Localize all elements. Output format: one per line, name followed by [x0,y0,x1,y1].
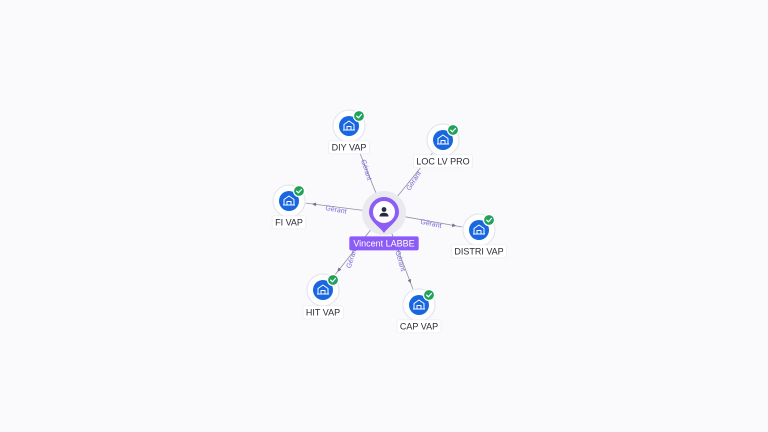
check-icon [446,123,460,137]
company-node-label: LOC LV PRO [416,156,469,166]
edge-label-cap: Gérant [393,250,406,273]
company-node-distri[interactable]: DISTRI VAP [451,213,507,259]
company-node-label-bg [302,305,344,320]
company-node-loc[interactable]: LOC LV PRO [413,123,473,169]
person-node[interactable]: Vincent LABBE [349,191,419,251]
company-node-label: DIY VAP [332,142,367,152]
person-icon [379,207,389,217]
building-icon [413,299,425,310]
edge-arrow-distri [451,223,457,227]
company-node-label-bg [271,215,307,230]
company-node-label-bg [451,244,507,259]
company-node-cap[interactable]: CAP VAP [396,288,442,334]
company-node-label-bg [328,140,370,155]
edge-label-fi: Gérant [325,205,347,216]
building-icon [343,120,355,131]
company-node-label: FI VAP [275,217,303,227]
person-label-bg [349,236,419,251]
edge-label-diy: Gérant [359,159,372,182]
check-icon [292,184,306,198]
edge-arrow-cap [407,278,412,284]
company-node-label: DISTRI VAP [454,246,503,256]
company-node-label-bg [413,154,473,169]
check-icon [352,109,366,123]
check-icon [422,288,436,302]
center-layer: Vincent LABBE [349,191,419,251]
edge-distri [401,215,463,228]
edge-arrow-fi [312,202,317,207]
building-icon [473,224,485,235]
company-node-fi[interactable]: FI VAP [271,184,307,230]
nodes-layer: DIY VAP LOC LV PRO FI VAP DISTRI VAP HIT VAP… [271,109,507,334]
check-icon [326,273,340,287]
building-icon [317,284,329,295]
edge-hit [333,226,374,277]
edge-arrow-hit [337,267,342,272]
company-node-label: HIT VAP [306,307,340,317]
company-node-diy[interactable]: DIY VAP [328,109,370,155]
person-label: Vincent LABBE [353,238,414,248]
person-pin-inner [373,201,395,223]
edge-label-distri: Gérant [420,219,442,230]
edge-label-loc: Gérant [406,170,423,192]
check-icon [482,213,496,227]
company-node-hit[interactable]: HIT VAP [302,273,344,320]
company-node-label: CAP VAP [400,321,438,331]
building-icon [283,195,295,206]
company-node-label-bg [396,319,442,334]
building-icon [437,134,449,145]
